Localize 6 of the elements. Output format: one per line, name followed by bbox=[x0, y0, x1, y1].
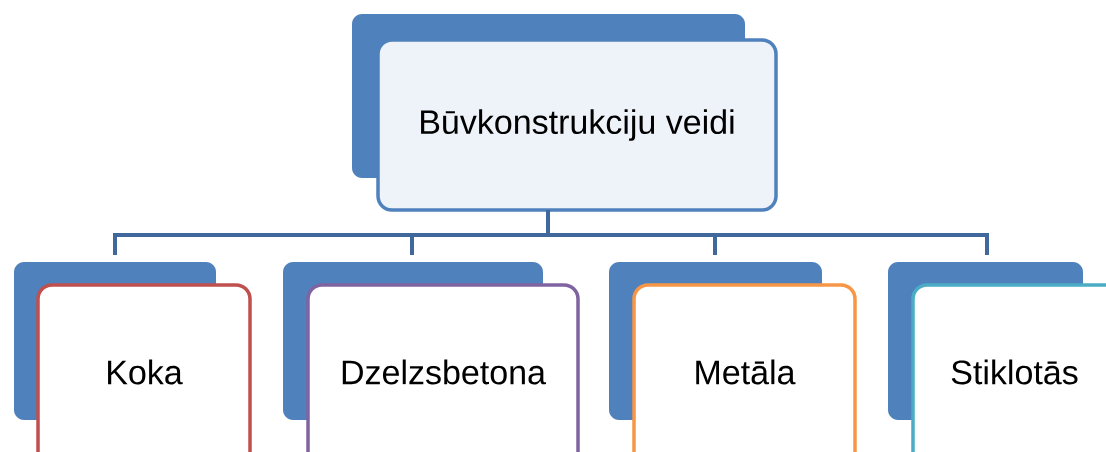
connector-line bbox=[546, 210, 989, 255]
node-box: Stiklotās bbox=[888, 262, 1106, 452]
node-box: Dzelzsbetona bbox=[283, 262, 580, 452]
node-box: Būvkonstrukciju veidi bbox=[352, 14, 778, 212]
node-box: Metāla bbox=[609, 262, 857, 452]
node-box: Koka bbox=[14, 262, 252, 452]
